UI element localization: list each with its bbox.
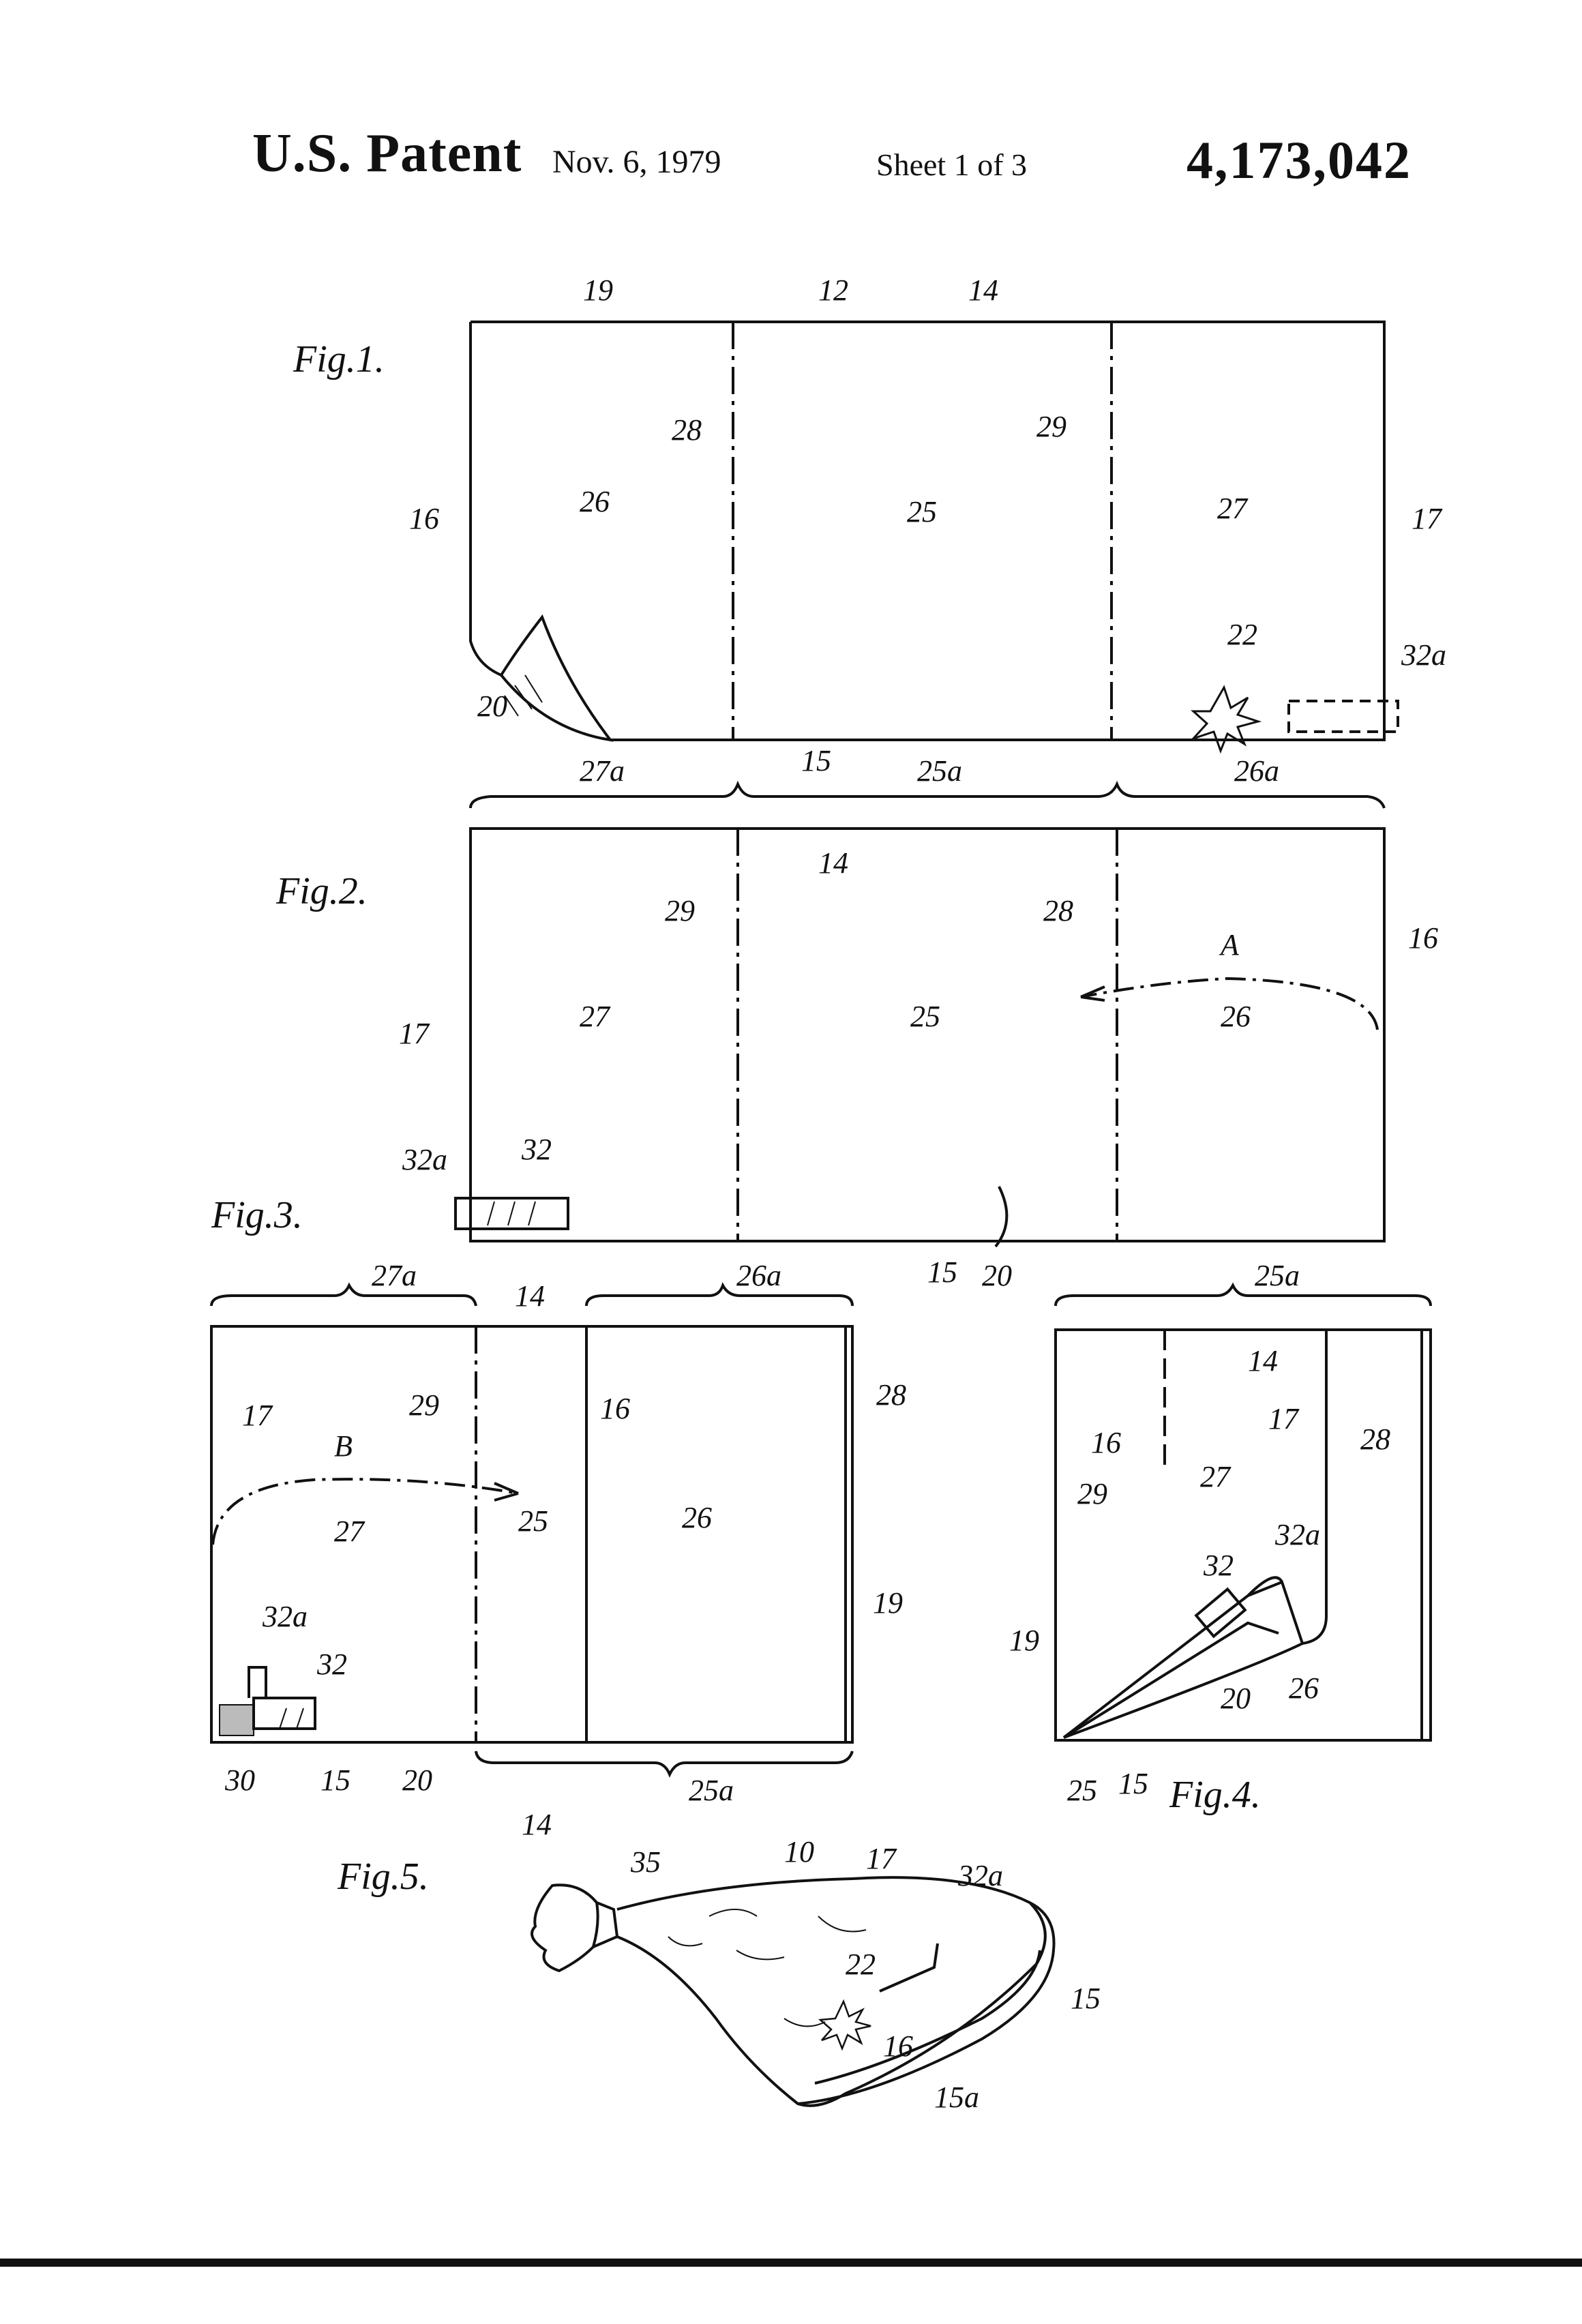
fig2-ref-A: A <box>1219 928 1240 962</box>
fig3-label: Fig.3. <box>211 1194 303 1236</box>
fig2-ref-16: 16 <box>1408 921 1438 955</box>
fig3-drawing <box>210 1281 854 1778</box>
fig4-ref-28: 28 <box>1360 1422 1390 1456</box>
fig1-ref-32a: 32a <box>1401 638 1446 672</box>
fig1-ref-19: 19 <box>583 273 613 307</box>
fig5-drawing <box>531 1876 1056 2107</box>
fig1-ref-28: 28 <box>672 413 702 447</box>
fig4-ref-32a: 32a <box>1274 1518 1320 1551</box>
fig2-ref-17: 17 <box>399 1017 430 1050</box>
fig5-ref-14: 14 <box>522 1808 552 1841</box>
fig4-ref-29: 29 <box>1077 1477 1107 1510</box>
fig3-ref-15: 15 <box>320 1763 350 1797</box>
fig4-ref-27: 27 <box>1200 1460 1232 1493</box>
patent-title: U.S. Patent <box>252 123 522 183</box>
fig4-ref-16: 16 <box>1091 1426 1121 1459</box>
fig2-ref-15: 15 <box>927 1255 957 1289</box>
fig2-ref-26: 26 <box>1221 1000 1251 1033</box>
fig3-ref-26: 26 <box>682 1501 712 1534</box>
fig3-ref-19: 19 <box>873 1586 903 1620</box>
fig4-ref-15: 15 <box>1118 1767 1148 1800</box>
fig4-ref-32: 32 <box>1203 1549 1234 1582</box>
fig3-ref-14: 14 <box>515 1279 545 1313</box>
fig2-ref-26a: 26a <box>1234 754 1279 788</box>
fig3-ref-32: 32 <box>316 1648 347 1681</box>
fig4-ref-26: 26 <box>1289 1671 1319 1705</box>
fig4-ref-14: 14 <box>1248 1344 1278 1377</box>
fig1-ref-22: 22 <box>1227 618 1257 651</box>
fig5-ref-15: 15 <box>1071 1982 1101 2015</box>
fig3-ref-B: B <box>334 1429 353 1463</box>
fig2-ref-28: 28 <box>1043 894 1073 927</box>
fig3-ref-27: 27 <box>334 1515 365 1548</box>
fig5-ref-15a: 15a <box>934 2081 979 2114</box>
fig3-ref-32a: 32a <box>262 1600 308 1633</box>
fig4-label: Fig.4. <box>1169 1774 1261 1816</box>
fig1-drawing <box>469 321 1399 754</box>
fig2-ref-29: 29 <box>665 894 695 927</box>
fig3-ref-27a: 27a <box>372 1259 417 1292</box>
fig1-ref-20: 20 <box>477 689 507 723</box>
fig2-ref-25a: 25a <box>917 754 962 788</box>
fig2-ref-27a: 27a <box>580 754 625 788</box>
fig2-ref-20: 20 <box>982 1259 1012 1292</box>
fig1-ref-14: 14 <box>968 273 998 307</box>
fig2-ref-14: 14 <box>818 846 848 880</box>
fig5-label: Fig.5. <box>337 1856 429 1898</box>
patent-number: 4,173,042 <box>1186 130 1412 190</box>
fig5-ref-35: 35 <box>630 1845 661 1879</box>
fig3-ref-17: 17 <box>242 1399 273 1432</box>
fig1-ref-17: 17 <box>1412 502 1443 535</box>
fig4-ref-25a: 25a <box>1255 1259 1300 1292</box>
fig1-ref-29: 29 <box>1036 410 1066 443</box>
fig4-ref-20: 20 <box>1221 1682 1251 1715</box>
fig5-ref-10: 10 <box>784 1835 814 1868</box>
fig2-label: Fig.2. <box>275 870 368 912</box>
fig3-ref-26a: 26a <box>736 1259 781 1292</box>
fig5-ref-17: 17 <box>866 1842 897 1875</box>
fig4-ref-19: 19 <box>1009 1624 1039 1657</box>
fig3-ref-16: 16 <box>600 1392 630 1425</box>
fig3-ref-20: 20 <box>402 1763 432 1797</box>
fig1-ref-12: 12 <box>818 273 848 307</box>
fig2-ref-25: 25 <box>910 1000 940 1033</box>
fig3-ref-28: 28 <box>876 1378 906 1412</box>
fig3-ref-30: 30 <box>224 1763 255 1797</box>
fig4-drawing <box>1054 1282 1432 1742</box>
fig4-ref-17: 17 <box>1268 1402 1300 1435</box>
fig3-ref-25a: 25a <box>689 1774 734 1807</box>
fig5-ref-16: 16 <box>883 2029 913 2063</box>
fig4-ref-25: 25 <box>1067 1774 1097 1807</box>
bottom-rule <box>0 2259 1582 2267</box>
fig1-ref-27: 27 <box>1217 492 1249 525</box>
fig3-ref-29: 29 <box>409 1388 439 1422</box>
sheet-number: Sheet 1 of 3 <box>876 147 1028 182</box>
fig2-ref-27: 27 <box>580 1000 611 1033</box>
fig5-ref-22: 22 <box>846 1948 876 1981</box>
fig1-ref-25: 25 <box>907 495 937 528</box>
fig2-ref-32a: 32a <box>402 1143 447 1176</box>
fig1-label: Fig.1. <box>293 338 385 381</box>
fig5-ref-32a: 32a <box>957 1859 1003 1892</box>
fig1-ref-16: 16 <box>409 502 439 535</box>
fig1-ref-26: 26 <box>580 485 610 518</box>
patent-date: Nov. 6, 1979 <box>552 144 721 180</box>
fig1-ref-15: 15 <box>801 744 831 777</box>
fig2-drawing <box>454 780 1386 1248</box>
fig2-ref-32: 32 <box>521 1133 552 1166</box>
fig3-ref-25: 25 <box>518 1504 548 1538</box>
